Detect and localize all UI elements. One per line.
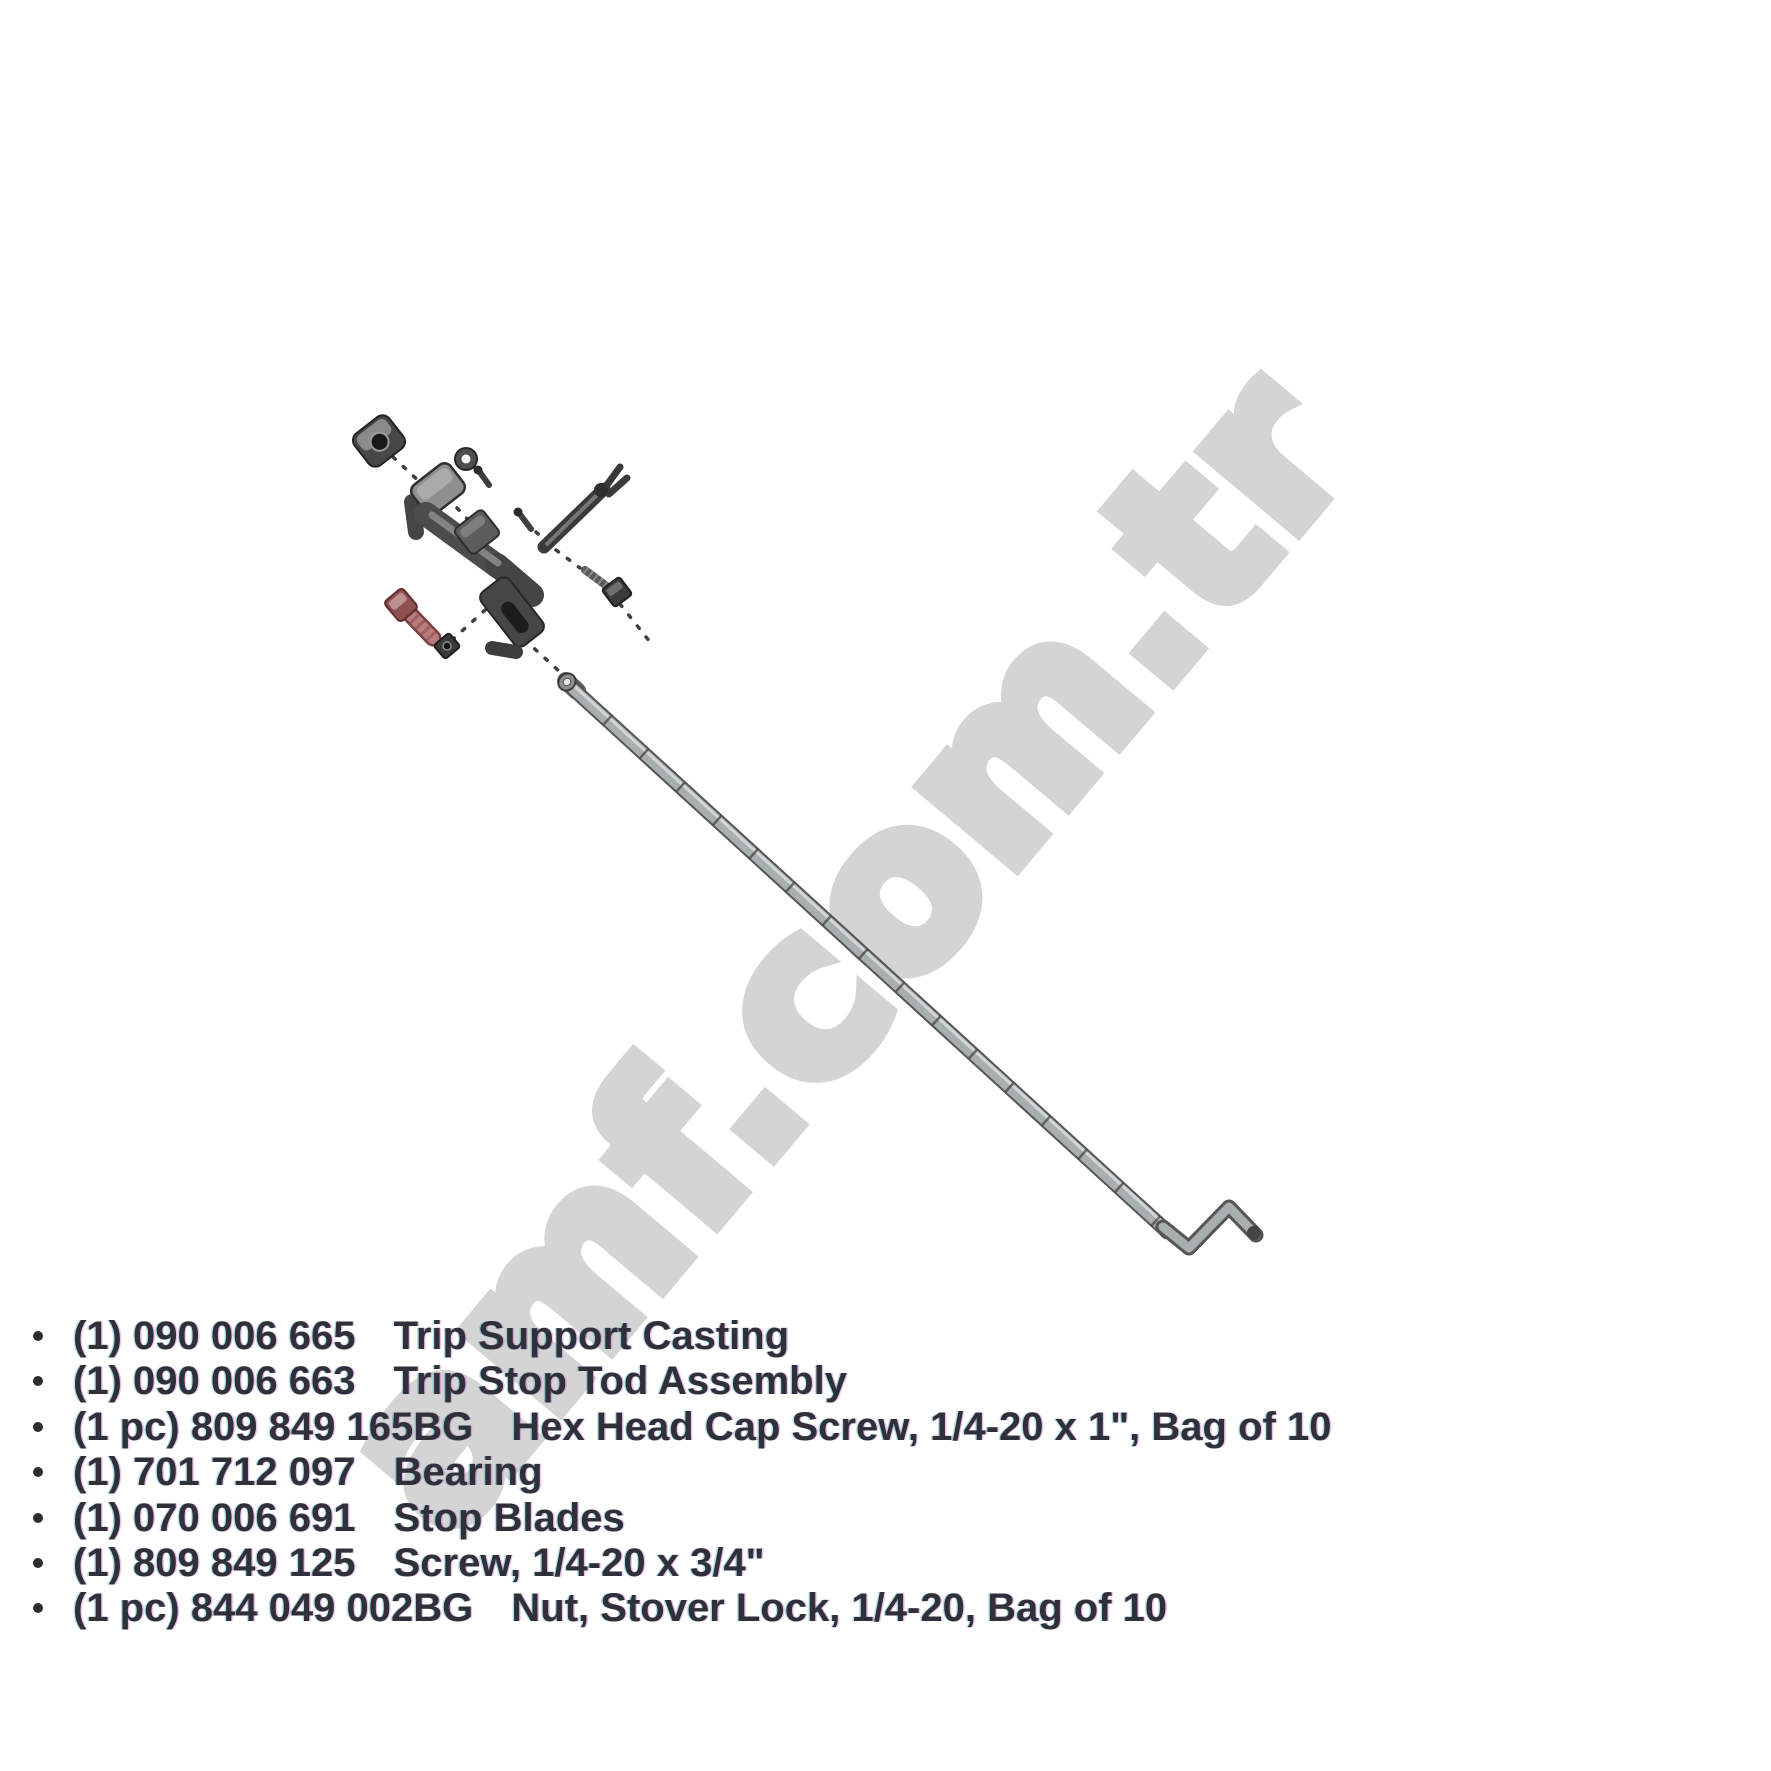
part-description: Trip Support Casting (393, 1314, 790, 1358)
part-qty: (1 pc) (73, 1404, 180, 1449)
part-number: 844 049 002BG (190, 1586, 474, 1631)
parts-list-item: (1) 070 006 691 Stop Blades (32, 1495, 1331, 1541)
parts-list: (1) 090 006 665 Trip Support Casting (1)… (32, 1314, 1332, 1632)
part-washer (454, 447, 478, 471)
part-number: 701 712 097 (133, 1450, 356, 1495)
part-lock-nut (433, 632, 461, 660)
parts-list-item: (1) 090 006 665 Trip Support Casting (32, 1314, 1331, 1359)
part-description: Hex Head Cap Screw, 1/4-20 x 1", Bag of … (511, 1404, 1332, 1449)
part-number: 090 006 663 (133, 1359, 356, 1404)
part-qty: (1) (73, 1495, 122, 1540)
part-trip-support-casting (404, 462, 545, 659)
parts-list-item: (1 pc) 844 049 002BG Nut, Stover Lock, 1… (32, 1586, 1331, 1631)
part-qty: (1) (73, 1541, 122, 1586)
part-stop-blade (537, 463, 631, 554)
part-red-screw-highlighted (384, 587, 442, 647)
part-small-bolt-lower (513, 507, 534, 532)
part-description: Stop Blades (393, 1495, 625, 1540)
part-number: 809 849 165BG (190, 1404, 474, 1449)
part-description: Screw, 1/4-20 x 3/4" (393, 1541, 765, 1586)
part-qty: (1 pc) (73, 1586, 180, 1631)
part-description: Bearing (393, 1450, 543, 1495)
part-number: 070 006 691 (133, 1495, 356, 1540)
parts-list-item: (1 pc) 809 849 165BG Hex Head Cap Screw,… (32, 1404, 1332, 1450)
part-qty: (1) (73, 1314, 122, 1358)
parts-list-item: (1) 809 849 125 Screw, 1/4-20 x 3/4" (32, 1541, 1331, 1586)
part-description: Trip Stop Tod Assembly (393, 1359, 847, 1404)
part-number: 809 849 125 (133, 1541, 356, 1586)
part-qty: (1) (73, 1359, 122, 1404)
parts-list-item: (1) 090 006 663 Trip Stop Tod Assembly (32, 1359, 1331, 1404)
part-qty: (1) (73, 1450, 122, 1495)
part-trip-stop-rod (557, 672, 1264, 1256)
part-number: 090 006 665 (133, 1314, 356, 1358)
part-hex-cap-screw (581, 566, 633, 608)
parts-list-item: (1) 701 712 097 Bearing (32, 1450, 1331, 1495)
part-square-nut (351, 414, 407, 468)
part-small-bolt-upper (473, 465, 492, 488)
part-description: Nut, Stover Lock, 1/4-20, Bag of 10 (511, 1586, 1168, 1631)
